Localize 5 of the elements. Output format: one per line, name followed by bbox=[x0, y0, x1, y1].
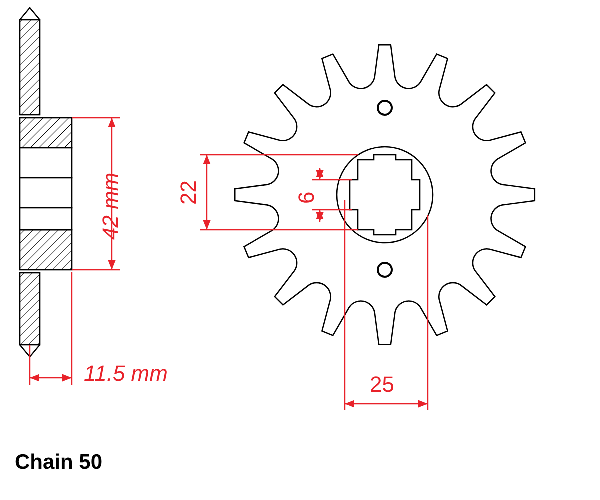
dimension-label: 11.5 mm bbox=[84, 363, 168, 385]
dimension-label: 22 bbox=[178, 180, 200, 205]
dimension-label: 25 bbox=[370, 374, 394, 396]
chain-size-label: Chain 50 bbox=[15, 452, 103, 473]
dimension-label: 6 bbox=[296, 192, 318, 204]
